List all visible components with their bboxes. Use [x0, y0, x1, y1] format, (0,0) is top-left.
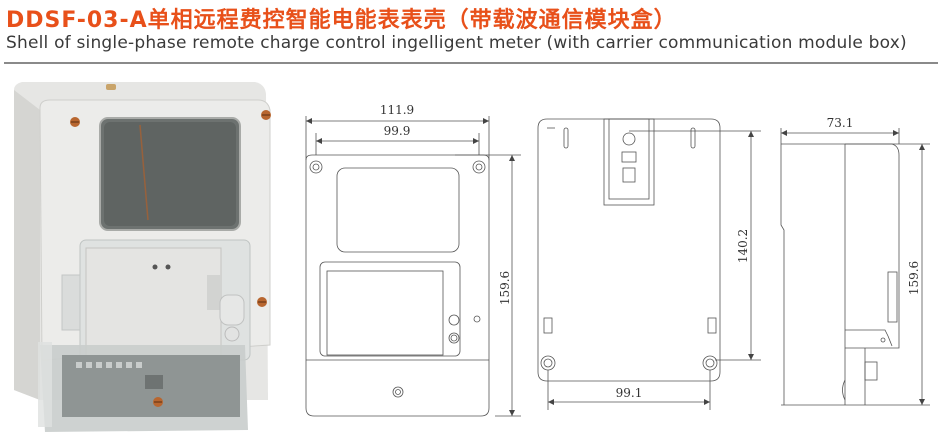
front-width-outer-label: 111.9: [380, 103, 414, 117]
meter-shell-photo: [14, 82, 271, 432]
page-title-en: Shell of single-phase remote charge cont…: [6, 33, 907, 53]
side-height-label: 159.6: [907, 261, 921, 295]
front-width-holes-label: 99.9: [384, 124, 411, 138]
side-depth-label: 73.1: [827, 116, 854, 130]
page-title-cn: DDSF-03-A单相远程费控智能电能表表壳（带载波通信模块盒）: [6, 8, 677, 33]
back-view-drawing: 140.2 99.1: [537, 118, 761, 410]
front-height-label: 159.6: [498, 271, 512, 305]
side-view-drawing: 73.1 159.6: [780, 116, 930, 406]
back-hole-vertical-label: 140.2: [736, 229, 750, 263]
divider: [4, 62, 938, 64]
front-view-drawing: 111.9 99.9 159.6: [305, 103, 521, 417]
back-hole-horizontal-label: 99.1: [616, 386, 643, 400]
